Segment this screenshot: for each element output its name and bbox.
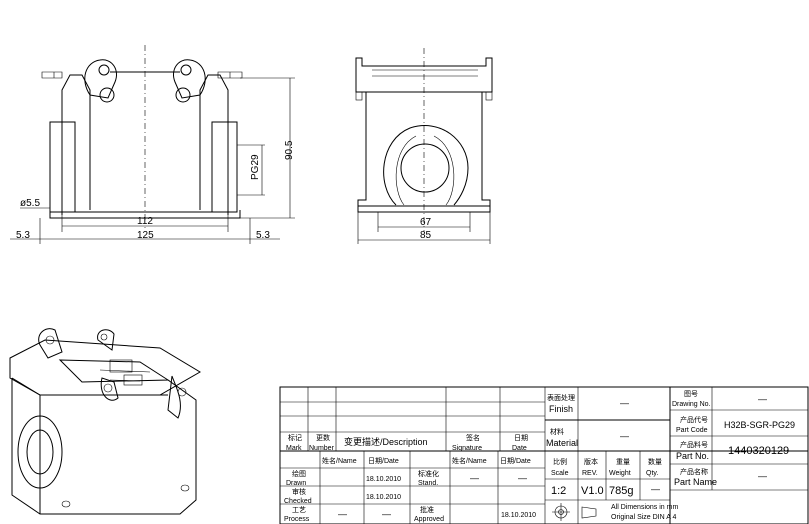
- finish-label-cn: 表面处理: [547, 393, 575, 402]
- dim-height: 90.5: [284, 140, 295, 160]
- approved-label-en: Approved: [414, 516, 444, 523]
- isometric-view: [9, 328, 201, 515]
- front-view-dimensions: ø5.5 112 125 5.3 5.3 90.5 PG29: [16, 140, 295, 241]
- process-name: —: [338, 509, 347, 519]
- part-no-label-en: Part No.: [676, 451, 709, 461]
- weight-label-cn: 重量: [616, 458, 630, 466]
- qty-value: —: [651, 484, 660, 494]
- number-label-cn: 更数: [316, 433, 330, 442]
- date-label-en: Date: [512, 445, 527, 452]
- approved-label-cn: 批准: [420, 505, 434, 514]
- checked-label-en: Checked: [284, 498, 312, 505]
- front-view: [10, 45, 295, 244]
- weight-label-en: Weight: [609, 470, 631, 477]
- drawing-no-label-cn: 图号: [684, 390, 698, 398]
- dim-side-width-inner: 67: [420, 217, 432, 228]
- scale-label-cn: 比例: [553, 457, 567, 466]
- checked-date: 18.10.2010: [366, 494, 401, 501]
- weight-value: 785g: [609, 485, 633, 497]
- dim-width-outer: 125: [137, 230, 154, 241]
- scale-label-en: Scale: [551, 470, 569, 477]
- date-label-cn: 日期: [514, 434, 528, 442]
- drawn-label-en: Drawn: [286, 480, 306, 487]
- drawing-no-value: —: [758, 394, 767, 404]
- standard-name: —: [470, 473, 479, 483]
- date-header-1: 日期/Date: [368, 457, 399, 465]
- finish-label-en: Finish: [549, 404, 573, 414]
- drawn-date: 18.10.2010: [366, 476, 401, 483]
- standard-date: —: [518, 473, 527, 483]
- rev-label-en: REV.: [582, 470, 598, 477]
- rev-label-cn: 版本: [584, 457, 598, 466]
- number-label-en: Number: [309, 445, 335, 452]
- dim-thread: PG29: [250, 154, 261, 180]
- approved-date: 18.10.2010: [501, 512, 536, 519]
- dim-hole: ø5.5: [20, 198, 40, 209]
- process-label-cn: 工艺: [292, 506, 306, 514]
- projection-symbol-icon: [552, 503, 597, 521]
- part-name-value: —: [758, 471, 767, 481]
- drawing-no-label-en: Drawing No.: [672, 401, 711, 408]
- side-view: [355, 48, 493, 244]
- dim-side-width-outer: 85: [420, 230, 432, 241]
- part-code-value: H32B-SGR-PG29: [724, 420, 795, 430]
- part-name-label-cn: 产品名称: [680, 467, 708, 476]
- name-header-2: 姓名/Name: [452, 456, 487, 465]
- part-no-label-cn: 产品料号: [680, 440, 708, 449]
- part-code-label-cn: 产品代号: [680, 415, 708, 424]
- mark-label-cn: 标记: [288, 433, 302, 442]
- name-header-1: 姓名/Name: [322, 456, 357, 465]
- signature-label-en: Signature: [452, 445, 482, 452]
- dims-note: All Dimensions in mm: [611, 504, 678, 511]
- title-block: 表面处理 Finish — 材料 Material — 图号 Drawing N…: [279, 386, 809, 524]
- qty-label-en: Qty.: [646, 470, 658, 477]
- drawn-label-cn: 绘图: [292, 469, 306, 478]
- part-code-label-en: Part Code: [676, 427, 708, 434]
- size-note: Original Size DIN A 4: [611, 514, 676, 521]
- description-label: 变更描述/Description: [344, 436, 428, 447]
- part-name-label-en: Part Name: [674, 477, 717, 487]
- process-label-en: Process: [284, 516, 310, 523]
- dim-width-inner: 112: [137, 216, 153, 227]
- material-label-cn: 材料: [550, 427, 564, 436]
- material-label-en: Material: [546, 438, 578, 448]
- mark-label-en: Mark: [286, 445, 302, 452]
- process-date: —: [382, 509, 391, 519]
- part-no-value: 1440320129: [728, 445, 789, 457]
- finish-value: —: [620, 398, 629, 408]
- rev-value: V1.0: [581, 485, 604, 497]
- standard-label-cn: 标准化: [418, 469, 439, 478]
- checked-label-cn: 审核: [292, 487, 306, 496]
- dim-offset-right: 5.3: [256, 230, 270, 241]
- dim-offset-left: 5.3: [16, 230, 30, 241]
- qty-label-cn: 数量: [648, 457, 662, 466]
- signature-label-cn: 签名: [466, 433, 480, 442]
- standard-label-en: Stand.: [418, 480, 438, 487]
- date-header-2: 日期/Date: [500, 457, 531, 465]
- scale-value: 1:2: [551, 485, 566, 497]
- material-value: —: [620, 431, 629, 441]
- side-view-dimensions: 67 85: [420, 217, 432, 241]
